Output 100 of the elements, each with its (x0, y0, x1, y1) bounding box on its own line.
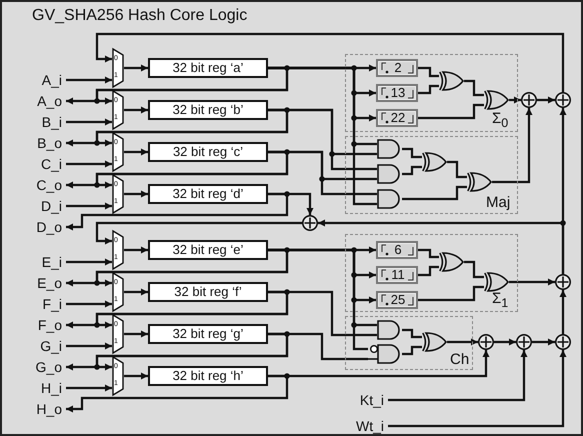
register-box: 32 bit reg ‘a’ (148, 58, 268, 78)
register-box: 32 bit reg ‘c’ (148, 142, 268, 162)
and-gate (377, 164, 402, 184)
port-label: C_o (8, 177, 62, 193)
arrow (124, 148, 148, 156)
wire (418, 286, 484, 302)
port-label: G_i (8, 338, 62, 354)
xor-gate (422, 332, 447, 352)
register-box: 32 bit reg ‘e’ (148, 240, 268, 260)
wire (418, 248, 439, 258)
port-label: F_o (8, 317, 62, 333)
arrow (447, 338, 478, 346)
shift-amount: 22 (390, 111, 406, 125)
shift-amount: 25 (390, 293, 406, 307)
port-label: D_o (8, 219, 62, 235)
xor-gate (484, 272, 509, 292)
arrow (66, 118, 112, 126)
arrow (268, 192, 314, 215)
arrow (66, 160, 112, 168)
rotator-box (376, 266, 418, 284)
arrow (66, 300, 112, 308)
adder-symbol (478, 334, 494, 350)
arrow (560, 290, 566, 334)
shift-amount: 13 (390, 86, 406, 100)
wire (464, 80, 484, 96)
function-block (345, 316, 473, 370)
xor-gate (439, 252, 464, 272)
arrow (388, 350, 528, 402)
arrow (124, 106, 148, 114)
arrow (96, 32, 564, 92)
register-box: 32 bit reg ‘b’ (148, 100, 268, 120)
port-label: Kt_i (328, 392, 384, 408)
block-label: Maj (486, 195, 510, 211)
rotator-box (376, 59, 418, 77)
and-gate (377, 189, 402, 209)
port-label: A_o (8, 93, 62, 109)
adder-symbol (555, 334, 571, 350)
arrow (124, 190, 148, 198)
xor-gate (439, 71, 464, 91)
adder-symbol (555, 274, 571, 290)
register-box: 32 bit reg ‘f’ (148, 282, 268, 302)
xor-gate (467, 172, 492, 192)
rotator-box (376, 241, 418, 259)
register-box: 32 bit reg ‘g’ (148, 324, 268, 344)
arrow (66, 76, 112, 84)
arrow (96, 222, 302, 244)
port-label: E_i (8, 254, 62, 270)
wire (402, 346, 422, 356)
wire (418, 266, 439, 276)
shift-amount: 11 (390, 268, 406, 282)
block-label: Σ$_{1}$ (492, 291, 508, 311)
wire (268, 248, 368, 350)
port-label: D_i (8, 198, 62, 214)
block-label: Ch (450, 352, 470, 368)
xor-gate (484, 90, 509, 110)
arrow (560, 108, 566, 274)
wire (402, 148, 422, 158)
wire (402, 186, 467, 200)
shift-amount: 6 (393, 243, 403, 257)
wire (402, 328, 422, 338)
function-block (345, 136, 518, 214)
multiplexer (112, 90, 124, 130)
multiplexer (112, 314, 124, 354)
arrow (124, 330, 148, 338)
port-label: B_o (8, 135, 62, 151)
arrow (537, 96, 555, 104)
multiplexer (112, 174, 124, 214)
arrow (66, 258, 112, 266)
adder-symbol (555, 92, 571, 108)
port-label: B_i (8, 114, 62, 130)
port-label: Wt_i (328, 418, 384, 434)
port-label: C_i (8, 156, 62, 172)
multiplexer (112, 132, 124, 172)
wire (268, 332, 368, 360)
arrow (268, 350, 490, 378)
rotator-box (376, 291, 418, 309)
wire (268, 108, 377, 170)
function-block (345, 54, 518, 132)
rotator-box (376, 109, 418, 127)
port-label: H_o (8, 401, 62, 417)
wire (464, 260, 484, 278)
multiplexer (112, 356, 124, 396)
multiplexer (112, 48, 124, 88)
xor-gate (422, 152, 447, 172)
arrow (509, 96, 521, 104)
shift-amount: 2 (393, 61, 403, 75)
wire (268, 290, 377, 336)
adder-symbol (516, 334, 532, 350)
wire (418, 104, 484, 120)
port-label: G_o (8, 359, 62, 375)
multiplexer (112, 272, 124, 312)
port-label: E_o (8, 275, 62, 291)
diagram-title: GV_SHA256 Hash Core Logic (32, 7, 248, 25)
arrow (124, 64, 148, 72)
and-gate (377, 320, 402, 340)
wire (418, 66, 439, 78)
register-box: 32 bit reg ‘h’ (148, 366, 268, 386)
port-label: F_i (8, 296, 62, 312)
register-box: 32 bit reg ‘d’ (148, 184, 268, 204)
arrow (494, 338, 516, 346)
